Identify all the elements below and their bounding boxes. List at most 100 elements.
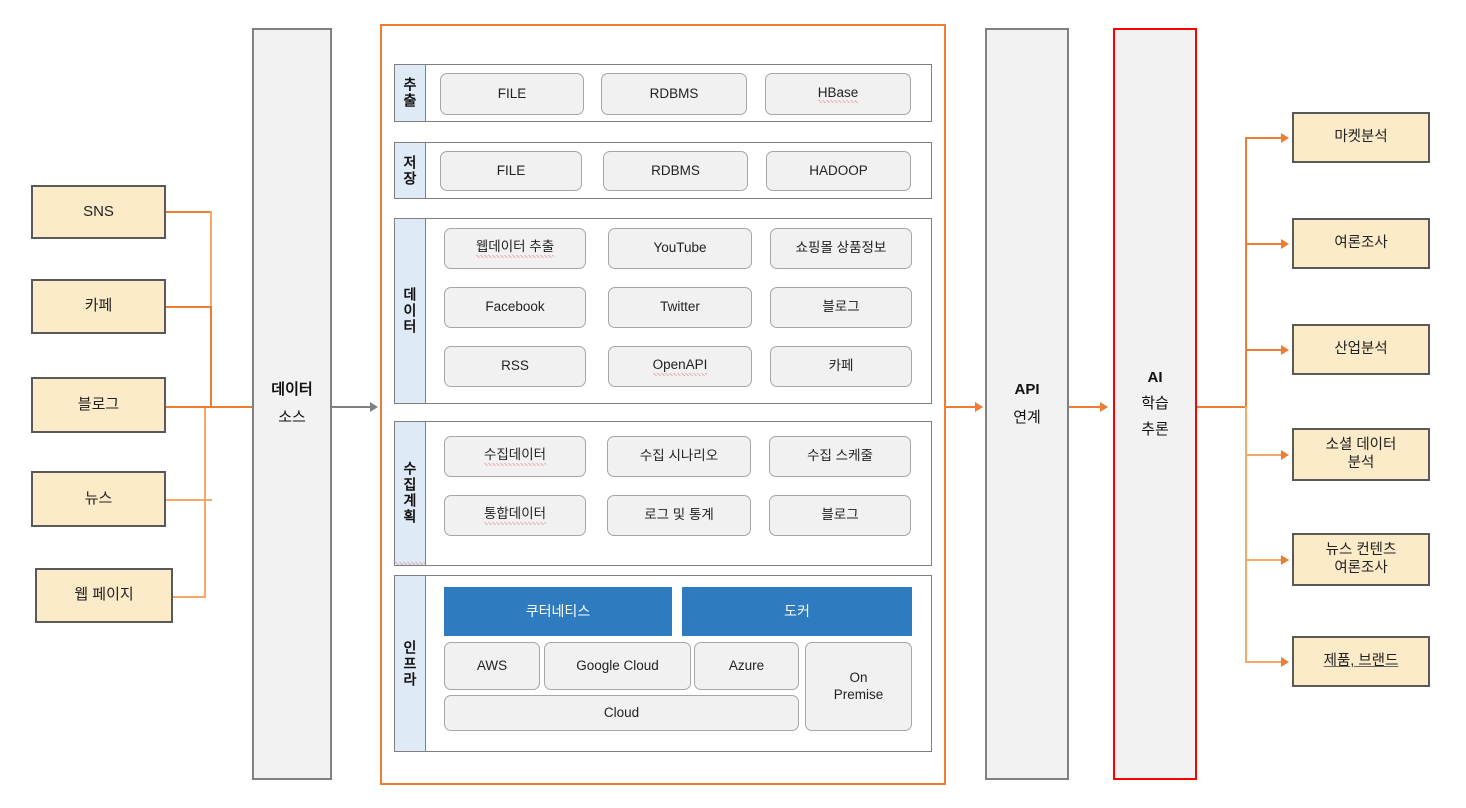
chip-log-and-statistics[interactable]: 로그 및 통계: [607, 495, 751, 536]
chip-label: OpenAPI: [652, 357, 708, 376]
connector-blog: [166, 406, 212, 408]
output-box-social-data-analysis[interactable]: 소셜 데이터 분석: [1292, 428, 1430, 481]
chip-file[interactable]: FILE: [440, 73, 584, 115]
chip-openapi[interactable]: OpenAPI: [608, 346, 752, 387]
chip-on-premise[interactable]: On Premise: [805, 642, 912, 731]
band-body-extraction: FILE RDBMS HBase: [426, 65, 931, 121]
chip-facebook[interactable]: Facebook: [444, 287, 586, 328]
chip-label: 카페: [828, 358, 854, 374]
connector-cafe: [166, 306, 212, 308]
band-label-infra: 인프라: [395, 576, 426, 751]
output-label-line2: 분석: [1347, 454, 1375, 471]
chip-shopping-mall-product-info[interactable]: 쇼핑몰 상품정보: [770, 228, 912, 269]
band-body-infra: 쿠터네티스 도커 AWS Google Cloud Azure Cloud On…: [426, 576, 931, 751]
chip-kubernetes[interactable]: 쿠터네티스: [444, 587, 672, 636]
chip-label: 블로그: [821, 507, 859, 523]
connector-webpage: [173, 596, 206, 598]
band-storage: 저장 FILE RDBMS HADOOP: [394, 142, 932, 199]
fanout-arrow-6: [1281, 657, 1289, 667]
band-body-data: 웹데이터 추출 YouTube 쇼핑몰 상품정보 Facebook Twitte…: [426, 219, 931, 403]
chip-label: Google Cloud: [576, 657, 659, 673]
chip-hbase[interactable]: HBase: [765, 73, 911, 115]
chip-rss[interactable]: RSS: [444, 346, 586, 387]
platform-container: 추출 FILE RDBMS HBase 저장 FILE RDBMS HADOOP: [380, 24, 946, 785]
chip-docker[interactable]: 도커: [682, 587, 912, 636]
connector-cafe-vertical: [210, 306, 212, 407]
source-box-sns[interactable]: SNS: [31, 185, 166, 239]
output-box-public-opinion-survey[interactable]: 여론조사: [1292, 218, 1430, 269]
chip-google-cloud[interactable]: Google Cloud: [544, 642, 691, 690]
chip-twitter[interactable]: Twitter: [608, 287, 752, 328]
chip-label: 쇼핑몰 상품정보: [795, 240, 887, 256]
fanout-arrow-4: [1281, 450, 1289, 460]
chip-label-line1: On: [849, 670, 868, 686]
output-box-product-brand[interactable]: 제품, 브랜드: [1292, 636, 1430, 687]
source-label: SNS: [83, 202, 114, 220]
chip-label: Azure: [728, 657, 765, 673]
pillar-ai[interactable]: AI 학습 추론: [1113, 28, 1197, 780]
pillar-line-3: 추론: [1141, 421, 1169, 439]
output-box-market-analysis[interactable]: 마켓분석: [1292, 112, 1430, 163]
fanout-trunk: [1197, 406, 1247, 408]
chip-label: FILE: [497, 85, 527, 101]
chip-blog-plan[interactable]: 블로그: [769, 495, 911, 536]
chip-label: 수집 시나리오: [639, 448, 719, 464]
chip-collection-scenario[interactable]: 수집 시나리오: [607, 436, 751, 477]
chip-collected-data[interactable]: 수집데이터: [444, 436, 586, 477]
source-box-news[interactable]: 뉴스: [31, 471, 166, 527]
source-label: 카페: [84, 297, 113, 315]
chip-hadoop[interactable]: HADOOP: [766, 151, 911, 191]
connector-webpage-vertical: [204, 406, 206, 597]
fanout-branch-2: [1245, 243, 1285, 245]
fanout-vertical-lower: [1245, 406, 1247, 661]
fanout-arrow-1: [1281, 133, 1289, 143]
chip-label: AWS: [476, 657, 508, 673]
chip-cafe[interactable]: 카페: [770, 346, 912, 387]
chip-aws[interactable]: AWS: [444, 642, 540, 690]
chip-label: 웹데이터 추출: [475, 239, 555, 258]
arrow-platform-to-api-head: [975, 402, 983, 412]
connector-bus-to-datasource: [204, 406, 253, 408]
pillar-line-2: 소스: [278, 409, 306, 426]
connector-sns: [166, 211, 212, 213]
chip-cloud-group[interactable]: Cloud: [444, 695, 799, 731]
output-box-industry-analysis[interactable]: 산업분석: [1292, 324, 1430, 375]
band-infra: 인프라 쿠터네티스 도커 AWS Google Cloud Azure Clou…: [394, 575, 932, 752]
fanout-branch-6: [1245, 661, 1285, 663]
chip-label-line2: Premise: [833, 686, 884, 702]
connector-news: [166, 499, 212, 501]
chip-label: 수집 스케줄: [807, 448, 873, 464]
chip-file-storage[interactable]: FILE: [440, 151, 582, 191]
output-box-news-content-opinion-survey[interactable]: 뉴스 컨텐츠 여론조사: [1292, 533, 1430, 586]
chip-azure[interactable]: Azure: [694, 642, 799, 690]
band-body-storage: FILE RDBMS HADOOP: [426, 143, 931, 198]
pillar-line-1: AI: [1147, 368, 1163, 386]
arrow-api-to-ai-line: [1069, 406, 1107, 408]
source-box-blog[interactable]: 블로그: [31, 377, 166, 433]
output-label-line1: 소셜 데이터: [1325, 437, 1397, 454]
band-collection-plan: 수집계획 수집데이터 수집 시나리오 수집 스케줄 통합데이터 로그 및 통계 …: [394, 421, 932, 566]
pillar-data-source[interactable]: 데이터 소스: [252, 28, 332, 780]
chip-integrated-data[interactable]: 통합데이터: [444, 495, 586, 536]
fanout-arrow-3: [1281, 345, 1289, 355]
chip-rdbms-storage[interactable]: RDBMS: [603, 151, 748, 191]
arrow-platform-to-api-line: [946, 406, 982, 408]
chip-blog[interactable]: 블로그: [770, 287, 912, 328]
chip-label: HBase: [817, 84, 859, 104]
fanout-arrow-2: [1281, 239, 1289, 249]
pillar-line-2: 학습: [1141, 394, 1169, 412]
chip-collection-schedule[interactable]: 수집 스케줄: [769, 436, 911, 477]
chip-label: FILE: [496, 162, 526, 178]
pillar-api[interactable]: API 연계: [985, 28, 1069, 780]
chip-web-data-extract[interactable]: 웹데이터 추출: [444, 228, 586, 269]
chip-label: 수집데이터: [483, 447, 547, 466]
source-box-webpage[interactable]: 웹 페이지: [35, 568, 173, 623]
output-label: 여론조사: [1334, 234, 1388, 251]
chip-label: YouTube: [653, 240, 707, 256]
band-label-extraction: 추출: [395, 65, 426, 121]
fanout-branch-1: [1245, 137, 1285, 139]
source-box-cafe[interactable]: 카페: [31, 279, 166, 334]
chip-rdbms[interactable]: RDBMS: [601, 73, 747, 115]
chip-label: RDBMS: [649, 85, 699, 101]
chip-youtube[interactable]: YouTube: [608, 228, 752, 269]
